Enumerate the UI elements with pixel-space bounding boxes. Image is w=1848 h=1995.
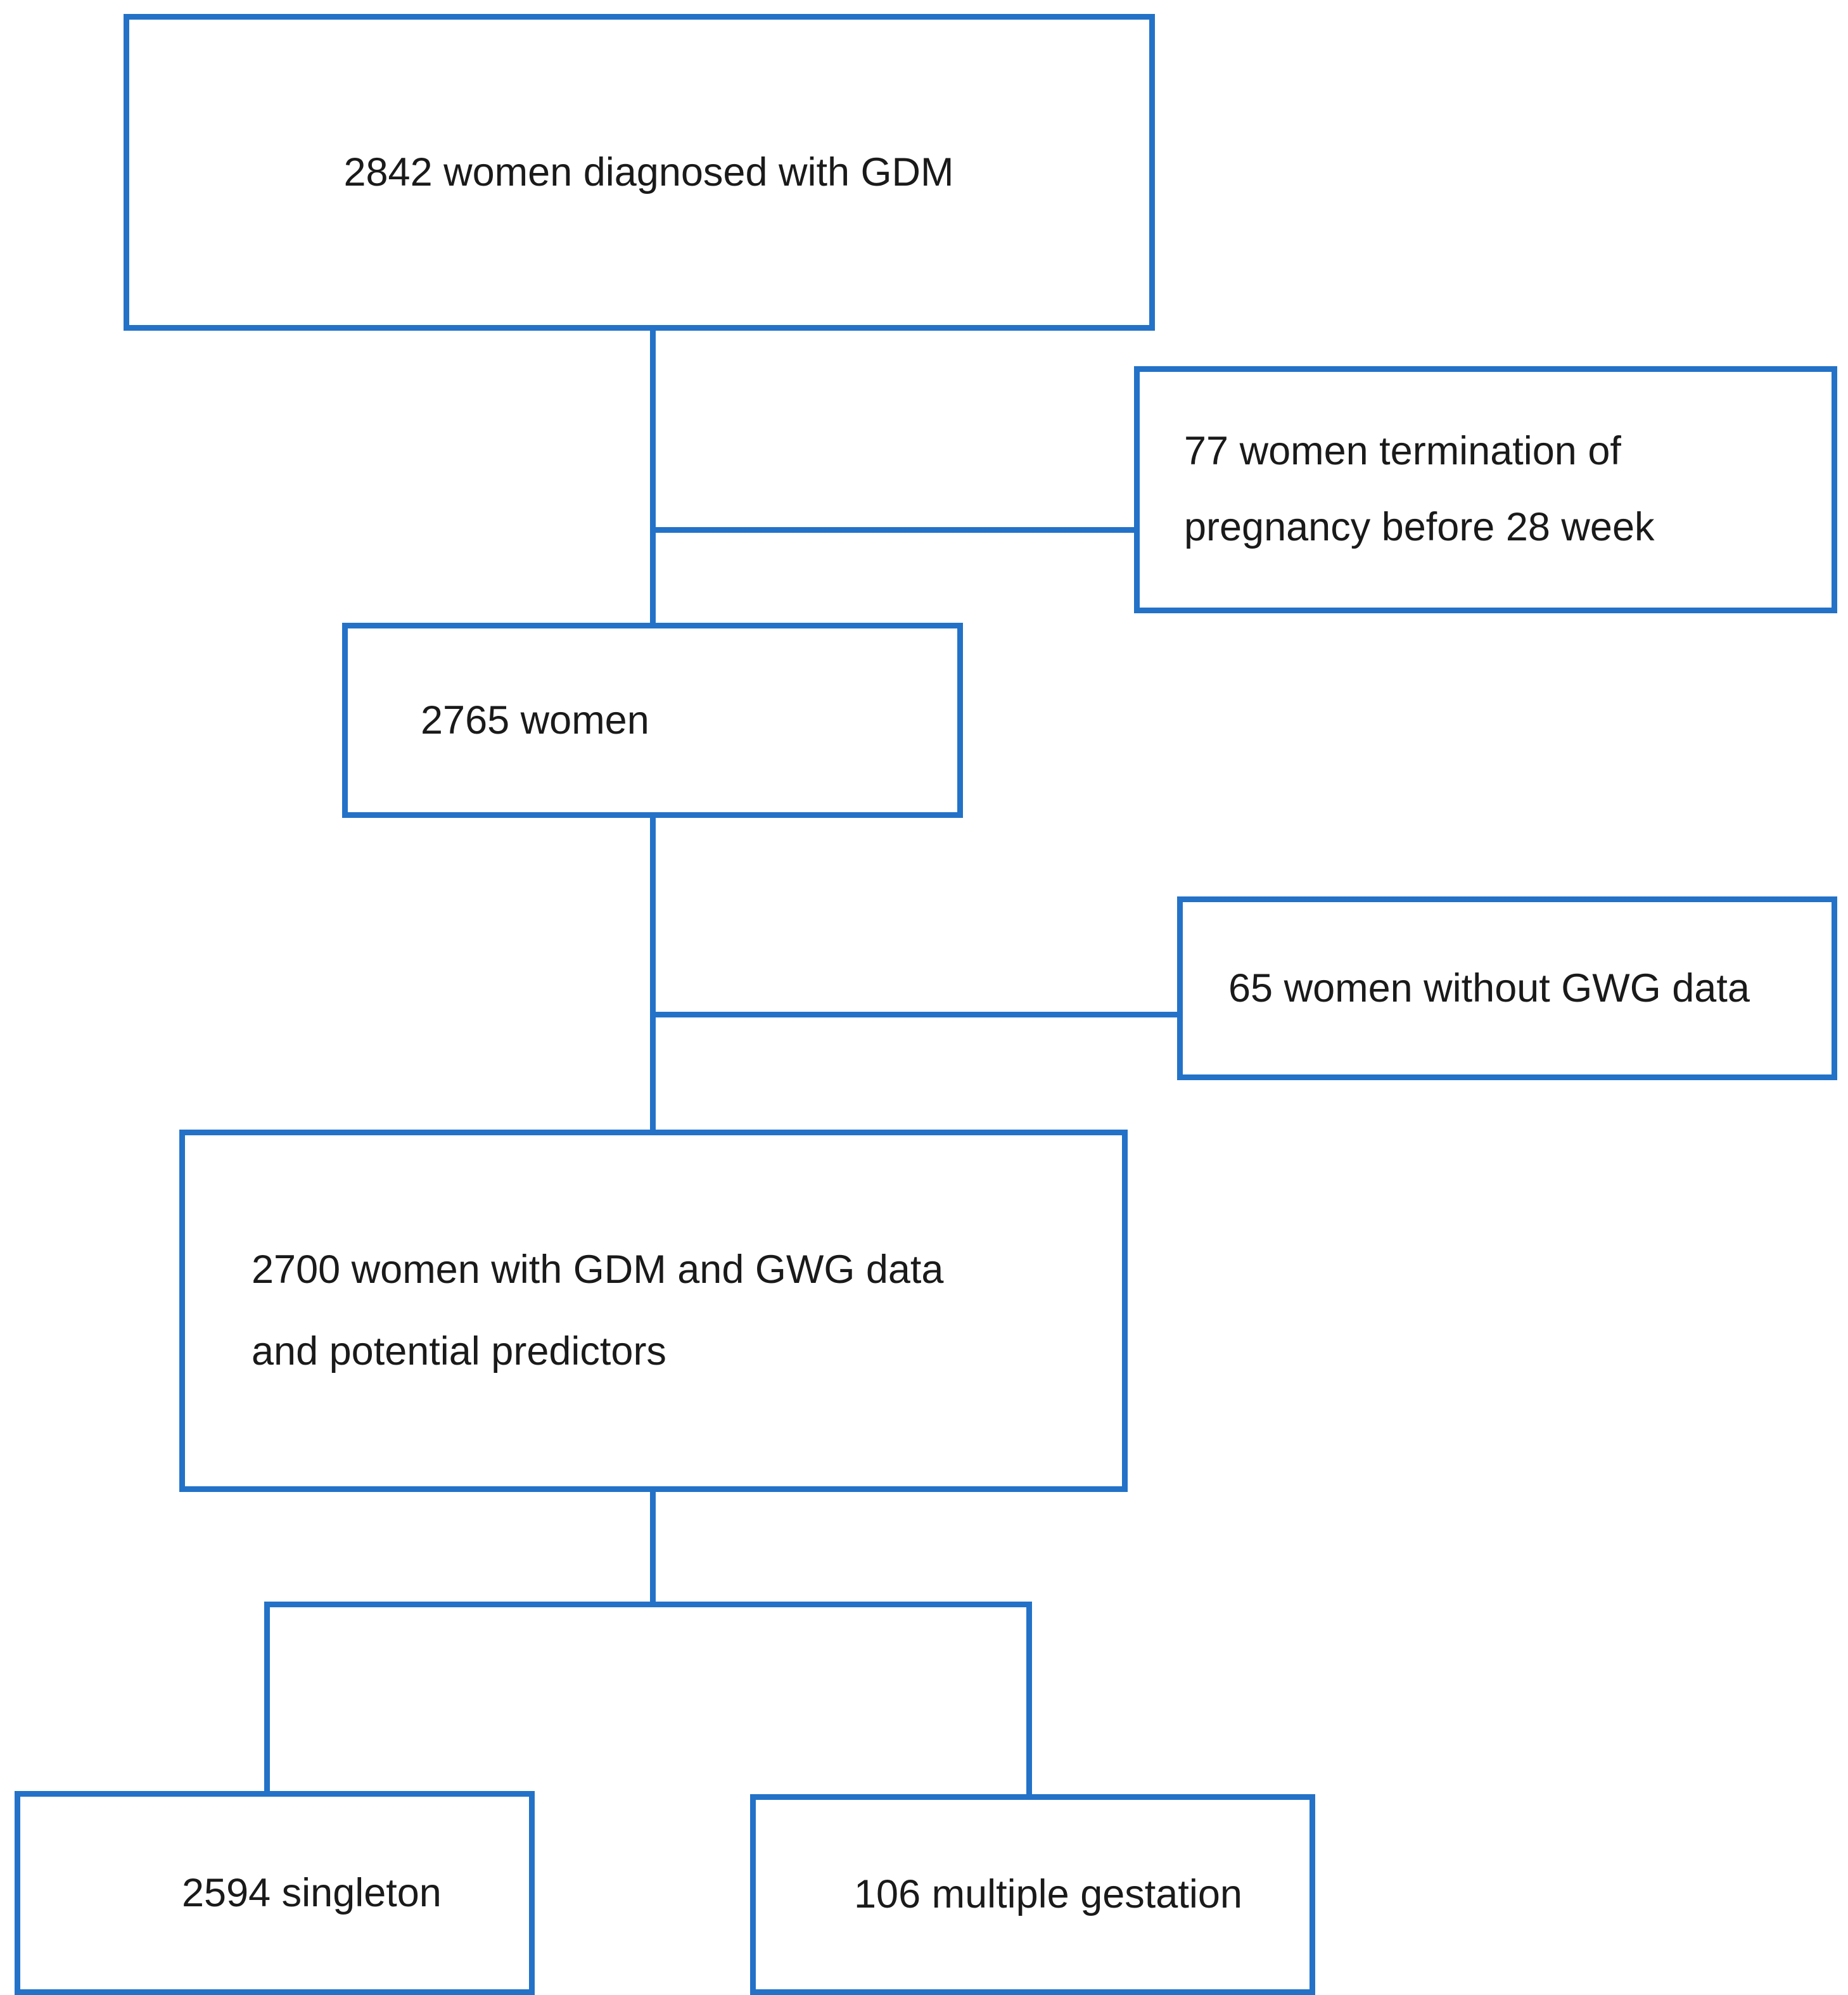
node-multiple-gestation-label: 106 multiple gestation	[854, 1872, 1242, 1917]
node-excluded-termination: 77 women termination of pregnancy before…	[1134, 366, 1837, 613]
connector-branch-to-termination	[650, 527, 1137, 533]
node-analysis-cohort-label-line2: and potential predictors	[252, 1329, 666, 1374]
node-enrolled-cohort: 2842 women diagnosed with GDM	[124, 14, 1155, 331]
connector-split-to-singleton	[264, 1602, 270, 1793]
node-analysis-cohort-label-line1: 2700 women with GDM and GWG data	[252, 1247, 944, 1292]
node-singleton-gestation-label: 2594 singleton	[182, 1870, 442, 1915]
node-excluded-termination-label-line2: pregnancy before 28 week	[1184, 505, 1655, 549]
node-analysis-cohort: 2700 women with GDM and GWG data and pot…	[179, 1130, 1128, 1492]
node-after-termination-label: 2765 women	[421, 698, 649, 743]
connector-analysis-to-split	[650, 1488, 656, 1605]
node-excluded-termination-label-line1: 77 women termination of	[1184, 429, 1621, 474]
node-singleton-gestation: 2594 singleton	[15, 1791, 535, 1995]
connector-enrolled-to-after-termination	[650, 327, 656, 628]
connector-split-to-multiple	[1026, 1602, 1032, 1796]
connector-split-bar	[264, 1602, 1032, 1607]
connector-branch-to-no-gwg	[650, 1012, 1181, 1017]
connector-after-termination-to-analysis	[650, 814, 656, 1134]
node-excluded-no-gwg-label: 65 women without GWG data	[1228, 966, 1750, 1010]
node-after-termination: 2765 women	[342, 623, 963, 818]
node-multiple-gestation: 106 multiple gestation	[750, 1794, 1315, 1995]
node-excluded-no-gwg: 65 women without GWG data	[1177, 896, 1837, 1080]
node-enrolled-label: 2842 women diagnosed with GDM	[343, 150, 954, 194]
